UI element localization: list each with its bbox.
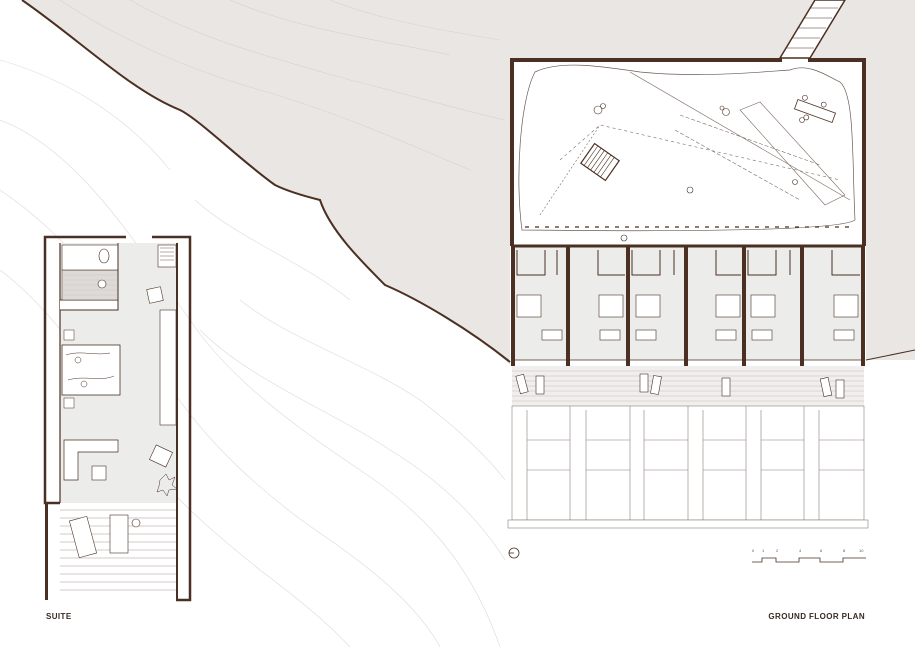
scale-tick-label: 8 <box>843 548 846 553</box>
scale-tick-label: 10 <box>859 548 864 553</box>
scale-tick-label: 6 <box>820 548 823 553</box>
terrain-edge-right <box>865 349 915 361</box>
scale-bar: 0 1 2 4 6 8 10 <box>752 548 866 563</box>
north-arrow-icon <box>508 547 520 559</box>
ground-floor-plan-title: GROUND FLOOR PLAN <box>768 612 865 621</box>
unit-pools <box>507 405 869 529</box>
suite-plan <box>43 235 192 602</box>
suite-lounge <box>63 439 178 497</box>
courtyard-paths <box>539 71 851 216</box>
suite-title: SUITE <box>46 612 72 621</box>
unit-furniture <box>516 294 859 341</box>
courtyard-bench <box>793 94 837 124</box>
terrain-edge <box>21 0 511 363</box>
courtyard-plants <box>593 103 805 242</box>
unit-walls <box>511 246 865 366</box>
top-walkway <box>778 0 846 59</box>
suite-desk <box>159 309 177 426</box>
courtyard-stair <box>579 142 621 182</box>
terrain-contours <box>59 0 506 171</box>
suite-bathroom <box>60 243 119 311</box>
scale-tick-label: 0 <box>752 548 755 553</box>
ground-floor-plan: 0 1 2 4 6 8 10 <box>507 58 869 563</box>
suite-wardrobe <box>157 244 177 268</box>
unit-terraces <box>512 366 864 406</box>
unit-bathrooms <box>516 250 860 276</box>
courtyard-boundary <box>518 64 856 232</box>
scale-tick-label: 2 <box>776 548 779 553</box>
scale-tick-label: 4 <box>799 548 802 553</box>
suite-bed <box>61 329 121 409</box>
scale-tick-label: 1 <box>762 548 765 553</box>
suite-chair <box>146 286 164 304</box>
hill-terrain <box>22 0 915 365</box>
suite-terrace <box>60 509 176 591</box>
